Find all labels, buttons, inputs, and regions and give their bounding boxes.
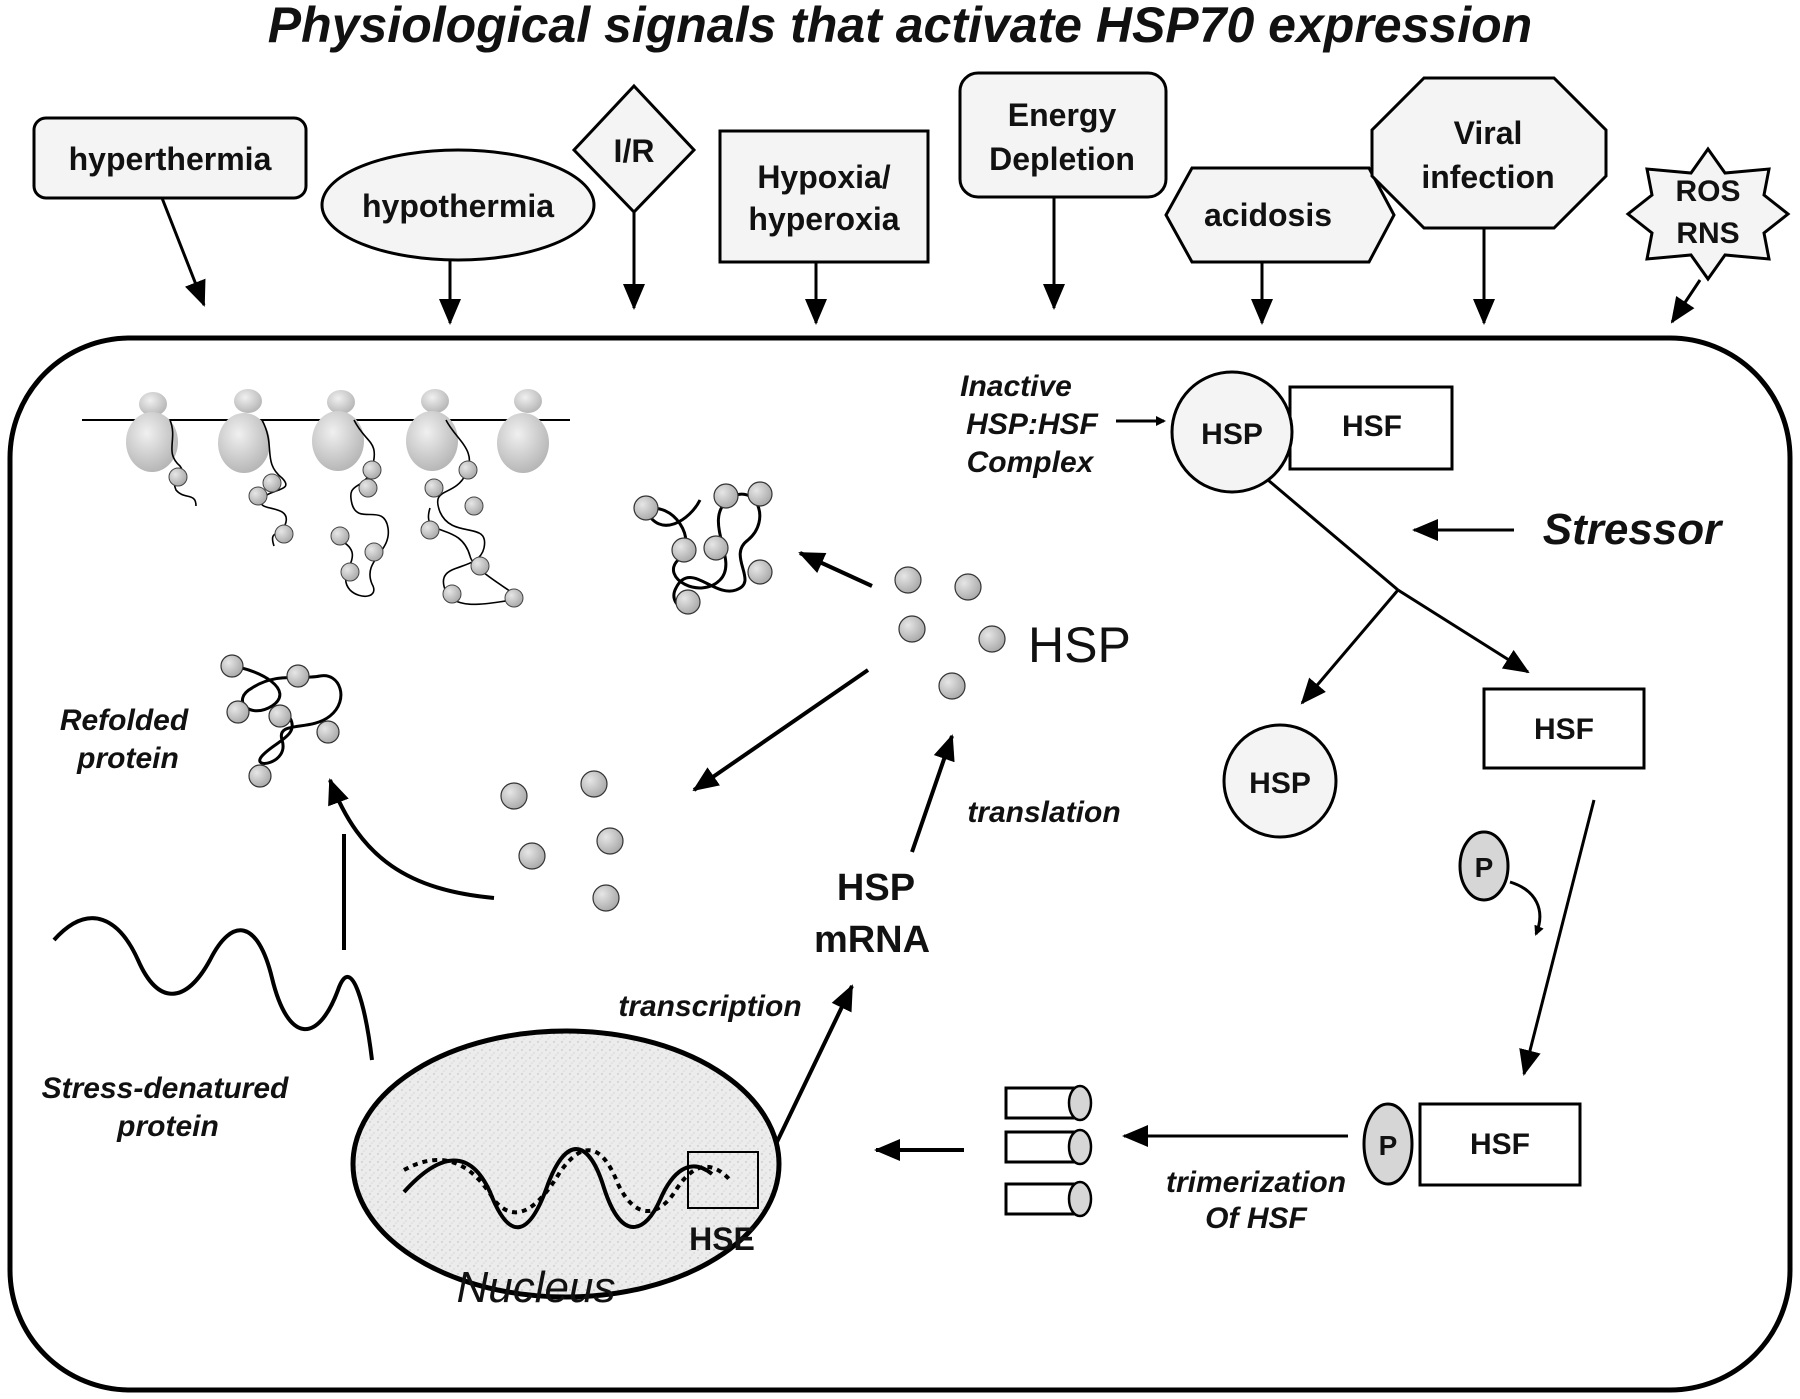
phospho-hsf-p-label: P — [1379, 1130, 1398, 1161]
phosphate-free — [1458, 830, 1510, 902]
nascent-chain — [427, 419, 520, 606]
arrow-hsp-cluster-to-lower — [692, 668, 870, 792]
signal-energy-depletion: Energy Depletion — [958, 71, 1168, 310]
complex-label-3: Complex — [967, 446, 1095, 479]
signal-hyperthermia-arrow — [160, 197, 206, 307]
inactive-hsp-hsf-complex: HSP HSF — [1170, 370, 1454, 494]
arrow-transcription — [774, 984, 854, 1145]
hsp-cluster-label: HSP — [1028, 617, 1131, 673]
ribosome-membrane — [82, 389, 570, 608]
phosphate-free-label: P — [1475, 852, 1494, 883]
hsp-bound-protein — [633, 481, 773, 615]
complex-label-2: HSP:HSF — [966, 408, 1098, 441]
signal-viral-label-1: Viral — [1454, 115, 1523, 151]
arrow-hsp-to-bound-protein — [798, 551, 873, 588]
phospho-hsf-p — [1362, 1102, 1414, 1186]
refolded-label-2: protein — [76, 742, 179, 775]
signal-ros-arrow — [1670, 279, 1702, 324]
free-hsp-circle — [1222, 723, 1338, 839]
denatured-label-1: Stress-denatured — [42, 1072, 289, 1105]
cell-outline — [7, 335, 1793, 1393]
signal-ros-label: ROS — [1675, 175, 1740, 208]
complex-hsf-label: HSF — [1342, 410, 1402, 443]
signal-acidosis-label: acidosis — [1204, 197, 1332, 233]
free-hsf-label: HSF — [1534, 713, 1594, 746]
hsf-trimer — [1004, 1084, 1093, 1218]
signal-ros-rns: ROS RNS — [1625, 146, 1791, 324]
nucleus-label: Nucleus — [457, 1263, 616, 1312]
signal-hypoxia-label-1: Hypoxia/ — [757, 159, 890, 195]
hsp-cluster-lower — [500, 770, 624, 912]
signal-hypoxia-hyperoxia: Hypoxia/ hyperoxia — [718, 129, 930, 325]
ribosome — [312, 390, 364, 471]
arrow-refolding — [328, 778, 495, 900]
hsp-cluster — [894, 566, 1006, 700]
complex-label-1: Inactive — [960, 370, 1072, 403]
arrow-phosphorylation — [1519, 799, 1596, 1076]
signal-rns-label: RNS — [1676, 217, 1739, 250]
transcription-label: transcription — [618, 990, 801, 1023]
translation-label: translation — [967, 796, 1120, 829]
signal-hyperthermia-label: hyperthermia — [69, 141, 272, 177]
dna-strand-solid — [402, 1147, 714, 1229]
signal-viral-label-2: infection — [1421, 159, 1554, 195]
signal-acidosis: acidosis — [1164, 166, 1396, 325]
arrow-release-hsp — [1300, 589, 1400, 705]
ribosome — [406, 389, 458, 471]
ribosome — [126, 392, 178, 472]
signal-ir-label: I/R — [614, 133, 655, 169]
signal-viral-infection: Viral infection — [1370, 76, 1608, 325]
refolded-label-1: Refolded — [60, 704, 189, 737]
mrna-label-2: mRNA — [814, 919, 930, 961]
signal-energy-label-2: Depletion — [989, 141, 1135, 177]
signal-hypoxia-label-2: hyperoxia — [748, 201, 899, 237]
denatured-label-2: protein — [116, 1110, 219, 1143]
phospho-hsf-label: HSF — [1470, 1128, 1530, 1161]
signal-ischemia-reperfusion: I/R — [571, 83, 697, 310]
dissociation-stem — [1267, 478, 1399, 592]
trimerization-label-1: trimerization — [1166, 1166, 1346, 1199]
stressor-label: Stressor — [1543, 505, 1724, 554]
hse-label: HSE — [689, 1221, 755, 1257]
signal-hyperthermia: hyperthermia — [32, 116, 308, 307]
mrna-label-1: HSP — [837, 867, 915, 909]
signal-hypothermia: hypothermia — [320, 148, 596, 325]
arrow-phosphate-join — [1509, 880, 1544, 936]
stress-denatured-protein — [52, 916, 374, 1061]
free-hsf-box — [1482, 687, 1646, 770]
free-hsp-label: HSP — [1249, 767, 1311, 800]
refolded-protein — [220, 654, 343, 788]
trimerization-label-2: Of HSF — [1205, 1202, 1307, 1235]
signal-energy-label-1: Energy — [1008, 97, 1117, 133]
complex-hsp-label: HSP — [1201, 418, 1263, 451]
signal-hypothermia-label: hypothermia — [362, 188, 554, 224]
arrow-release-hsf — [1397, 588, 1530, 674]
nucleus — [350, 1028, 782, 1300]
ribosome — [218, 389, 270, 473]
complex-hsp-circle — [1170, 370, 1294, 494]
phospho-hsf-box — [1418, 1102, 1582, 1187]
ribosome — [497, 389, 549, 473]
diagram-title: Physiological signals that activate HSP7… — [268, 0, 1532, 53]
arrow-translation — [910, 734, 955, 853]
hse-box — [687, 1151, 759, 1209]
